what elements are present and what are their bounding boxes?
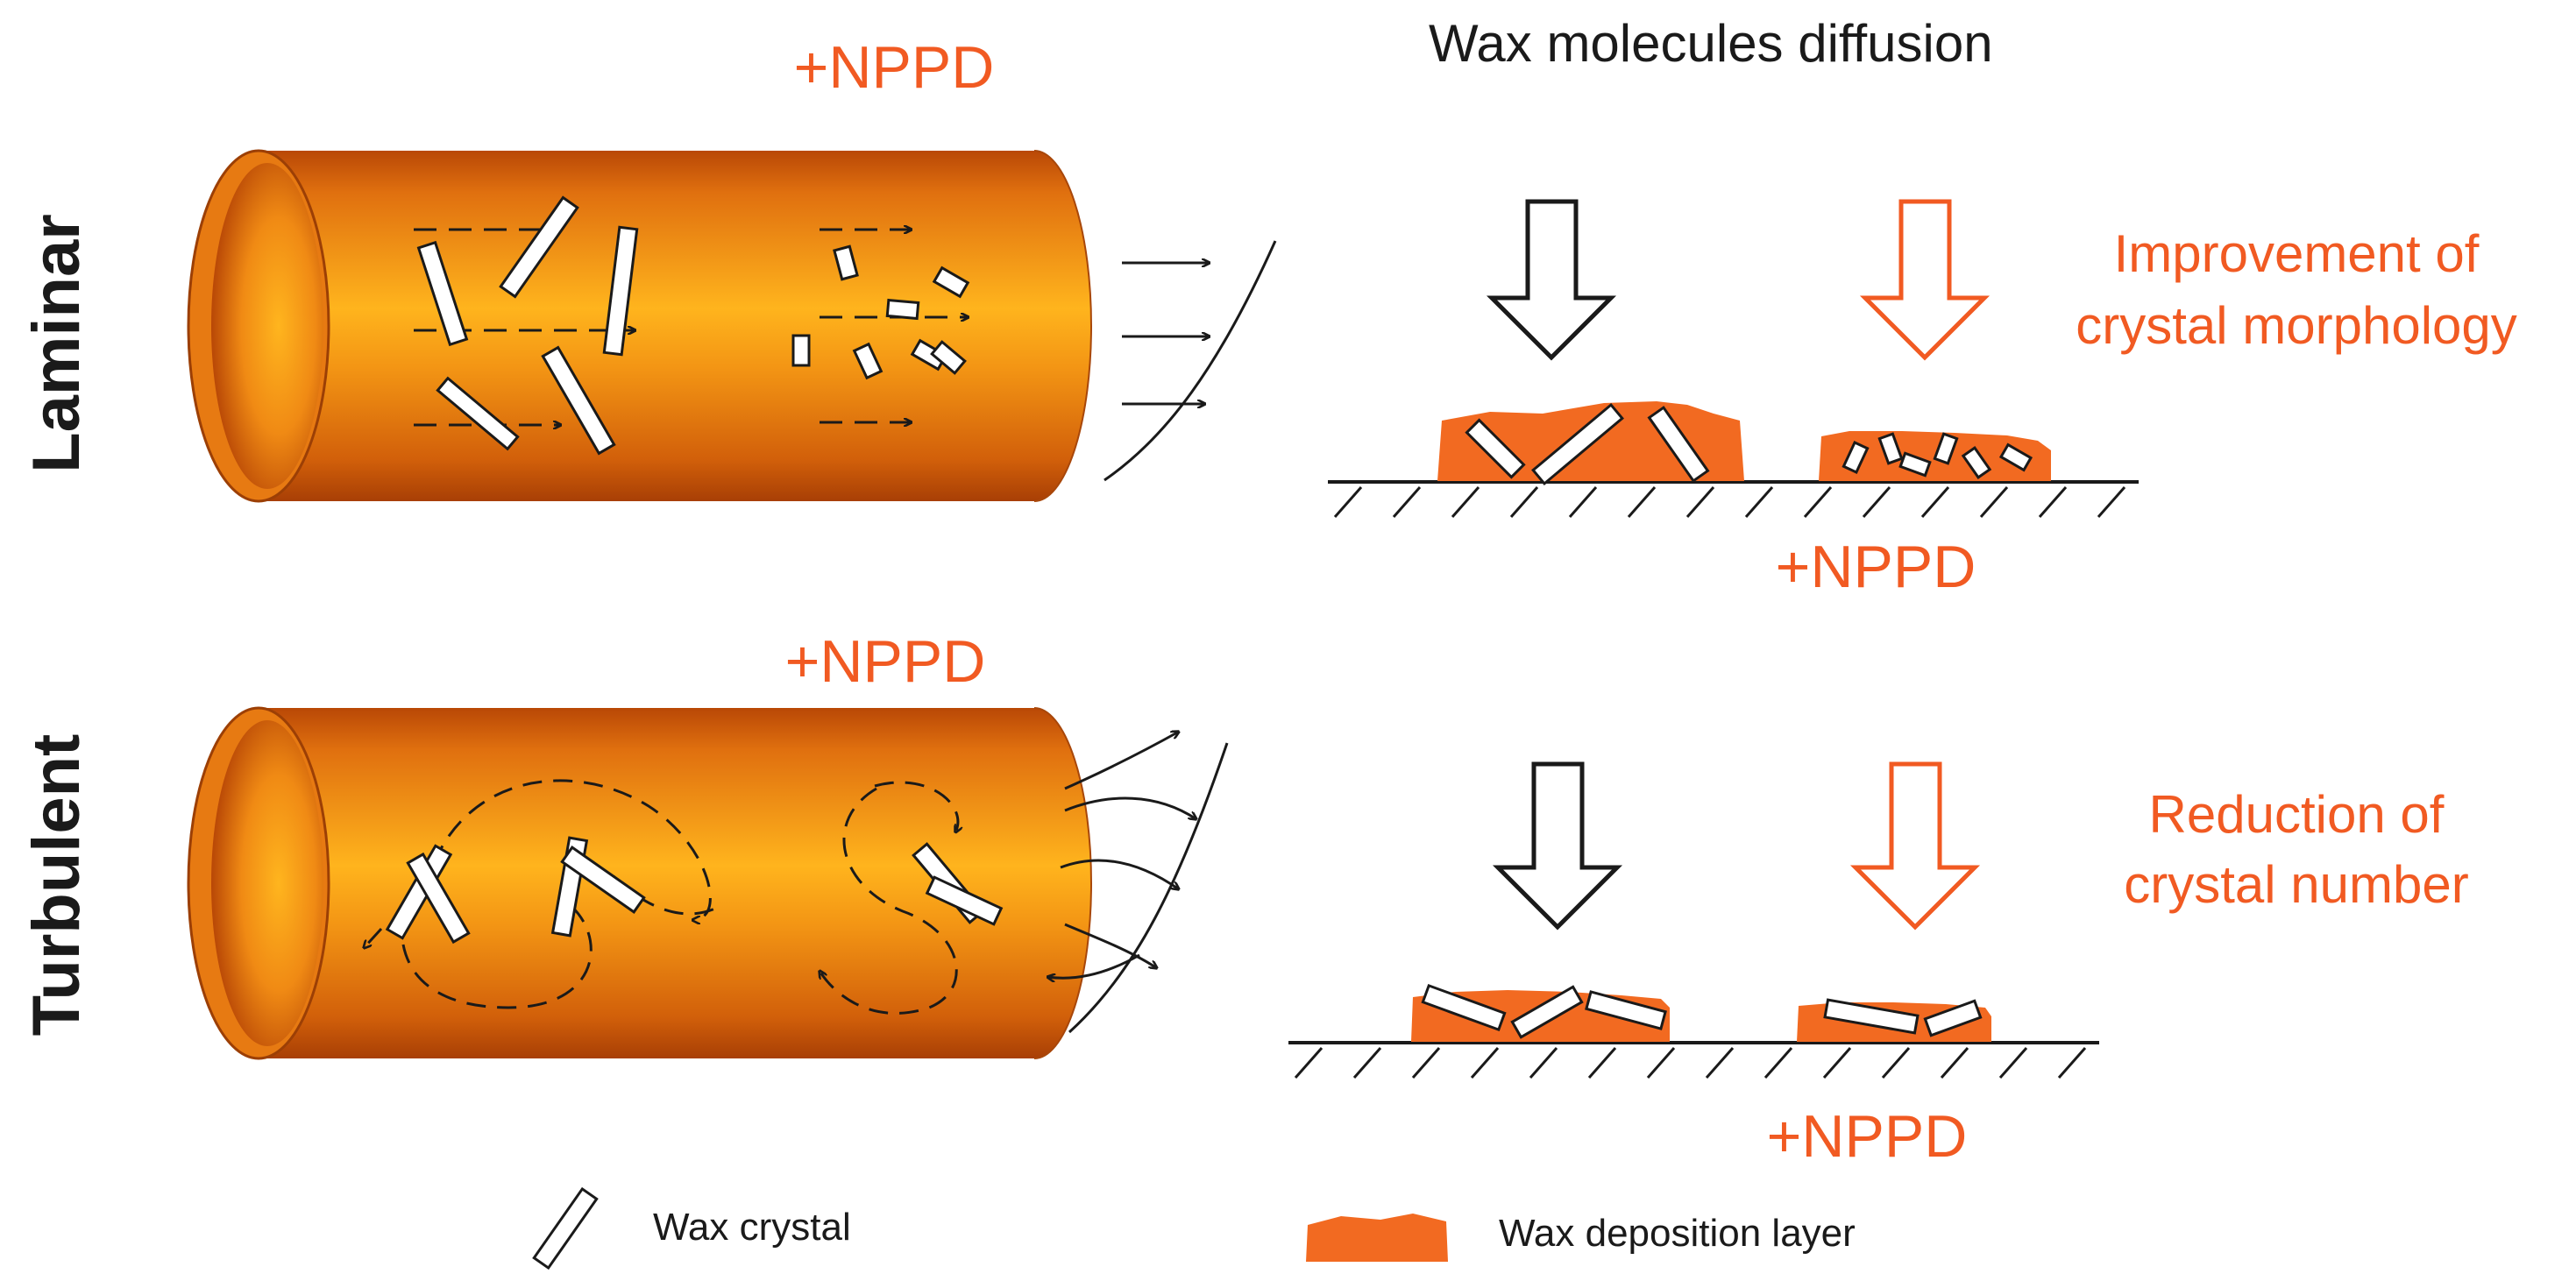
nppd-label-turbulent-pipe: +NPPD <box>785 628 986 695</box>
laminar-wall-hatching <box>1333 486 2126 518</box>
nppd-label-laminar-wall: +NPPD <box>1776 534 1976 600</box>
wax-crystal-legend-icon <box>532 1186 599 1270</box>
laminar-row-label: Laminar <box>19 214 94 473</box>
wax-deposition-legend-label: Wax deposition layer <box>1499 1212 1856 1255</box>
turbulent-wall-hatching <box>1294 1047 2087 1079</box>
turbulent-diffusion-arrow-nppd <box>1849 761 1981 931</box>
legend: Wax crystal Wax deposition layer <box>532 1186 1856 1270</box>
turbulent-crystals <box>385 836 1004 945</box>
nppd-label-turbulent-wall: +NPPD <box>1767 1103 1968 1170</box>
laminar-diffusion-arrow-nppd <box>1859 199 1991 361</box>
laminar-small-crystals <box>791 244 970 380</box>
turbulent-row-label: Turbulent <box>19 734 94 1037</box>
improvement-text-line2: crystal morphology <box>2076 296 2517 355</box>
turbulent-pipe <box>187 706 1092 1060</box>
turbulent-wall-diagram: Reduction of crystal number +NPPD <box>1047 732 2469 1170</box>
laminar-pipe <box>187 149 1092 503</box>
reduction-text-line1: Reduction of <box>2149 785 2445 844</box>
turbulent-diffusion-arrow-plain <box>1492 761 1623 931</box>
laminar-large-crystals <box>416 195 639 456</box>
reduction-text-line2: crystal number <box>2124 855 2468 914</box>
turbulent-vortex-arrows <box>364 779 958 1015</box>
wax-diffusion-title: Wax molecules diffusion <box>1429 14 1993 73</box>
nppd-label-laminar-pipe: +NPPD <box>794 34 995 101</box>
wax-crystal-legend-label: Wax crystal <box>653 1206 851 1249</box>
laminar-diffusion-arrow-plain <box>1486 199 1617 361</box>
improvement-text-line1: Improvement of <box>2114 224 2480 283</box>
wax-deposition-legend-swatch <box>1306 1214 1448 1262</box>
laminar-wall-diagram: Improvement of crystal morphology +NPPD <box>1103 199 2517 600</box>
